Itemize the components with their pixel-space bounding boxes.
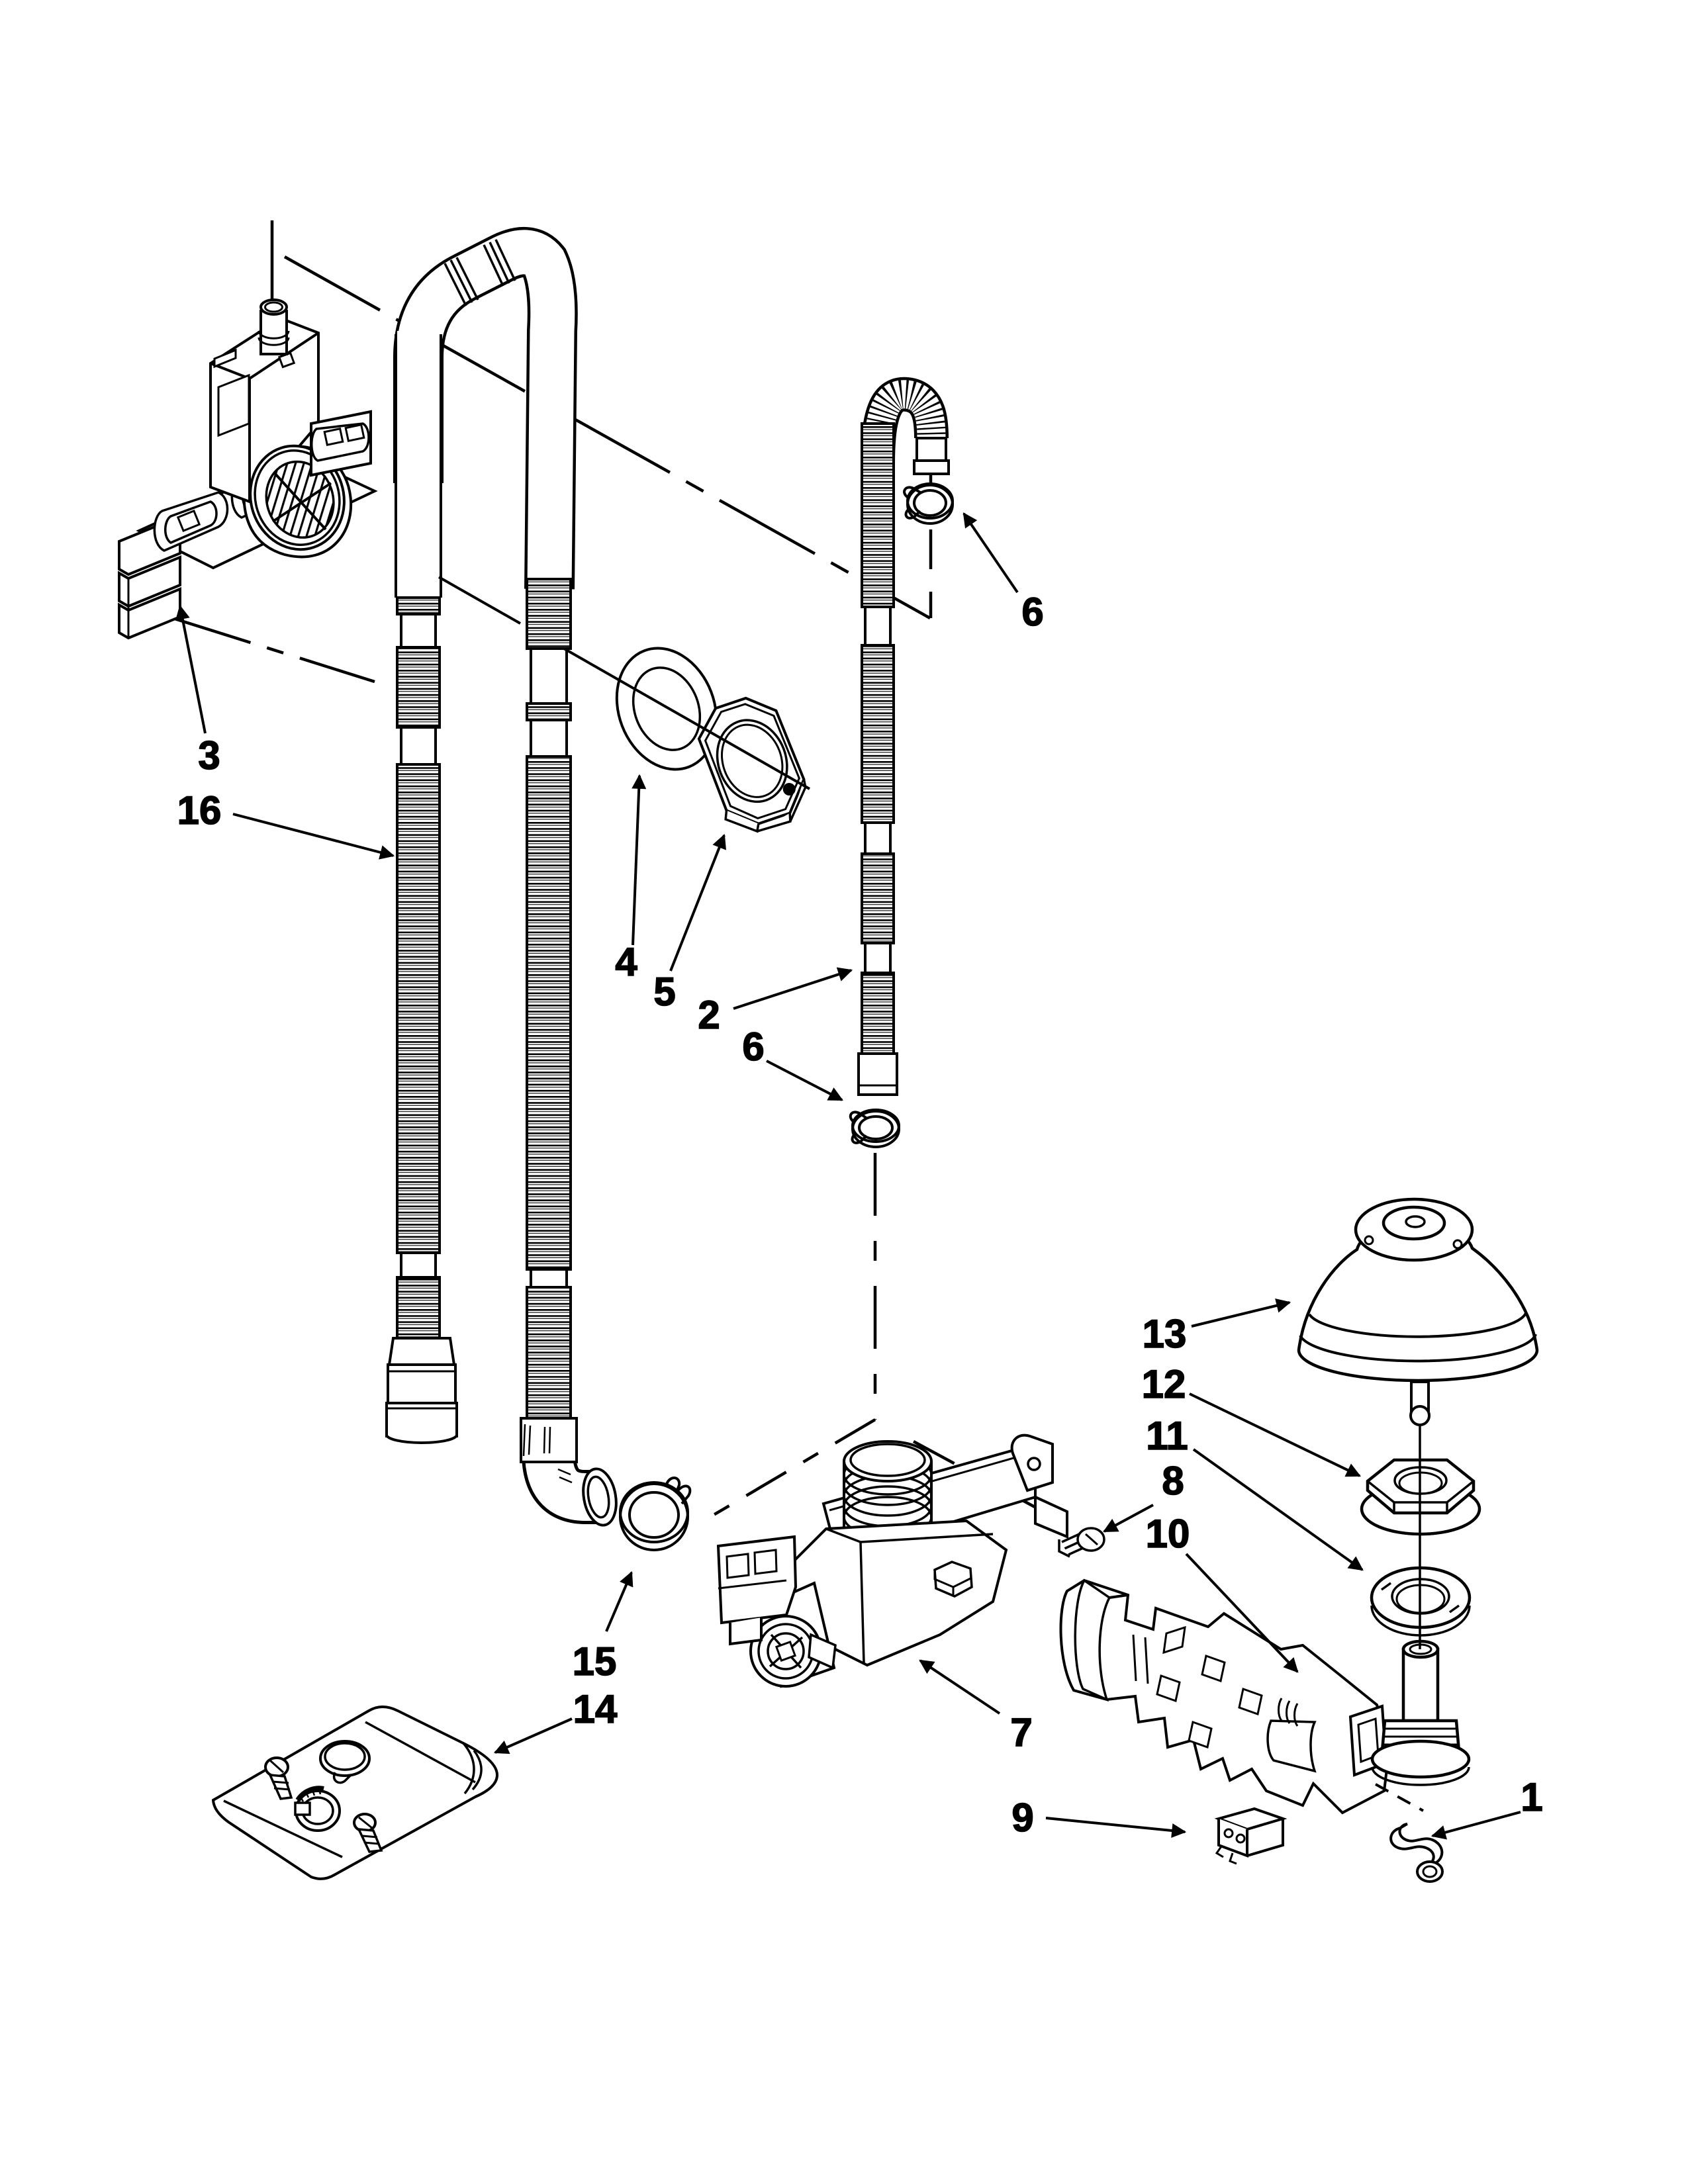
svg-text:8: 8 [1162, 1459, 1184, 1503]
svg-text:2: 2 [698, 993, 720, 1037]
svg-text:10: 10 [1146, 1512, 1190, 1556]
svg-text:16: 16 [177, 788, 222, 833]
svg-text:15: 15 [573, 1639, 617, 1684]
svg-text:5: 5 [653, 970, 675, 1014]
svg-text:7: 7 [1010, 1710, 1032, 1754]
svg-text:1: 1 [1521, 1775, 1542, 1819]
svg-text:14: 14 [573, 1687, 618, 1731]
svg-text:12: 12 [1142, 1362, 1186, 1406]
svg-text:6: 6 [742, 1024, 764, 1069]
svg-text:6: 6 [1021, 590, 1043, 634]
svg-text:13: 13 [1143, 1312, 1187, 1356]
svg-text:11: 11 [1146, 1414, 1188, 1458]
svg-text:4: 4 [615, 940, 637, 984]
svg-text:9: 9 [1011, 1796, 1033, 1840]
svg-text:3: 3 [198, 733, 220, 778]
